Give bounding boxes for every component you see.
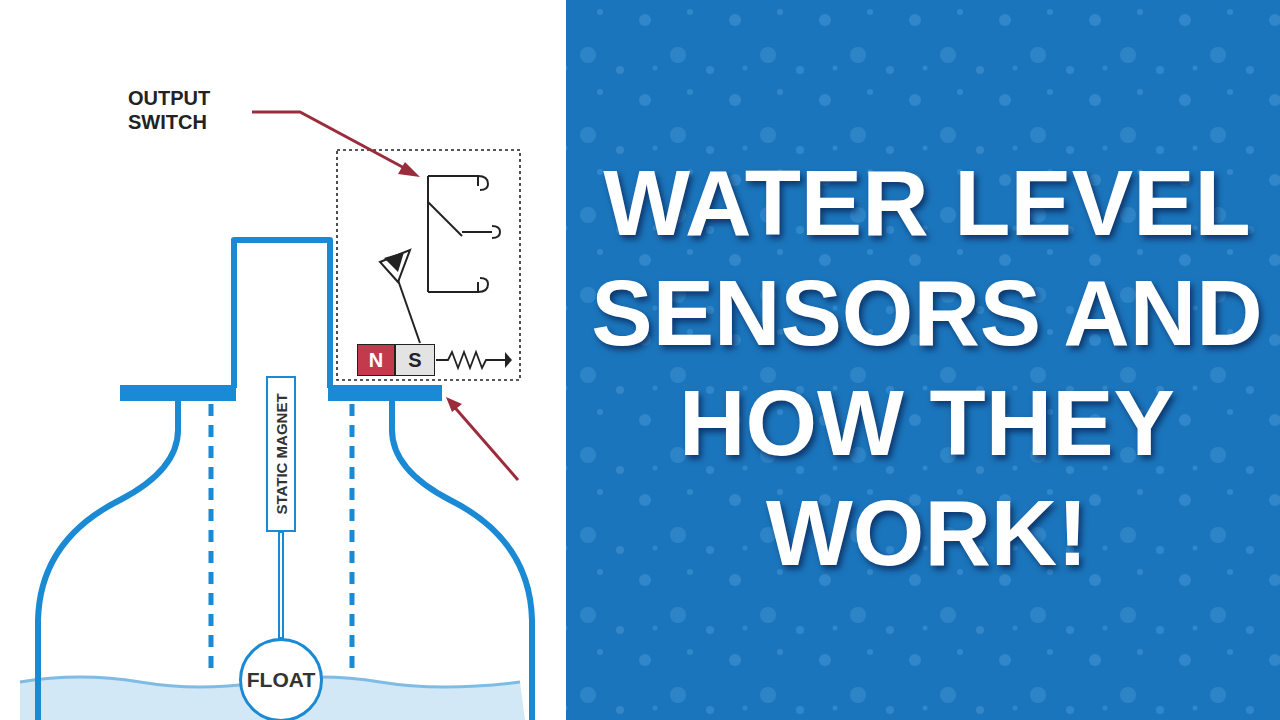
callout-label: OUTPUT SWITCH: [128, 86, 250, 134]
magnet-south: S: [395, 344, 435, 376]
node-text: FLOAT: [247, 668, 315, 692]
spring: [436, 352, 505, 368]
lever: [398, 280, 420, 343]
node-text: S: [408, 349, 421, 372]
flange: [328, 385, 442, 401]
rod-connector: [279, 532, 283, 638]
switch-enclosure: [337, 150, 520, 380]
flange: [120, 385, 236, 401]
title: WATER LEVEL SENSORS AND HOW THEY WORK!: [572, 148, 1280, 588]
node-text: STATIC MAGNET: [273, 393, 290, 514]
pivot: [380, 250, 410, 282]
float-ball: FLOAT: [239, 638, 323, 720]
arrowhead: [398, 162, 420, 177]
magnet-rod: STATIC MAGNET: [266, 376, 296, 532]
switch-symbol: [428, 176, 500, 292]
magnet-north: N: [357, 344, 395, 376]
node-text: N: [369, 349, 383, 372]
ground: [505, 352, 512, 368]
